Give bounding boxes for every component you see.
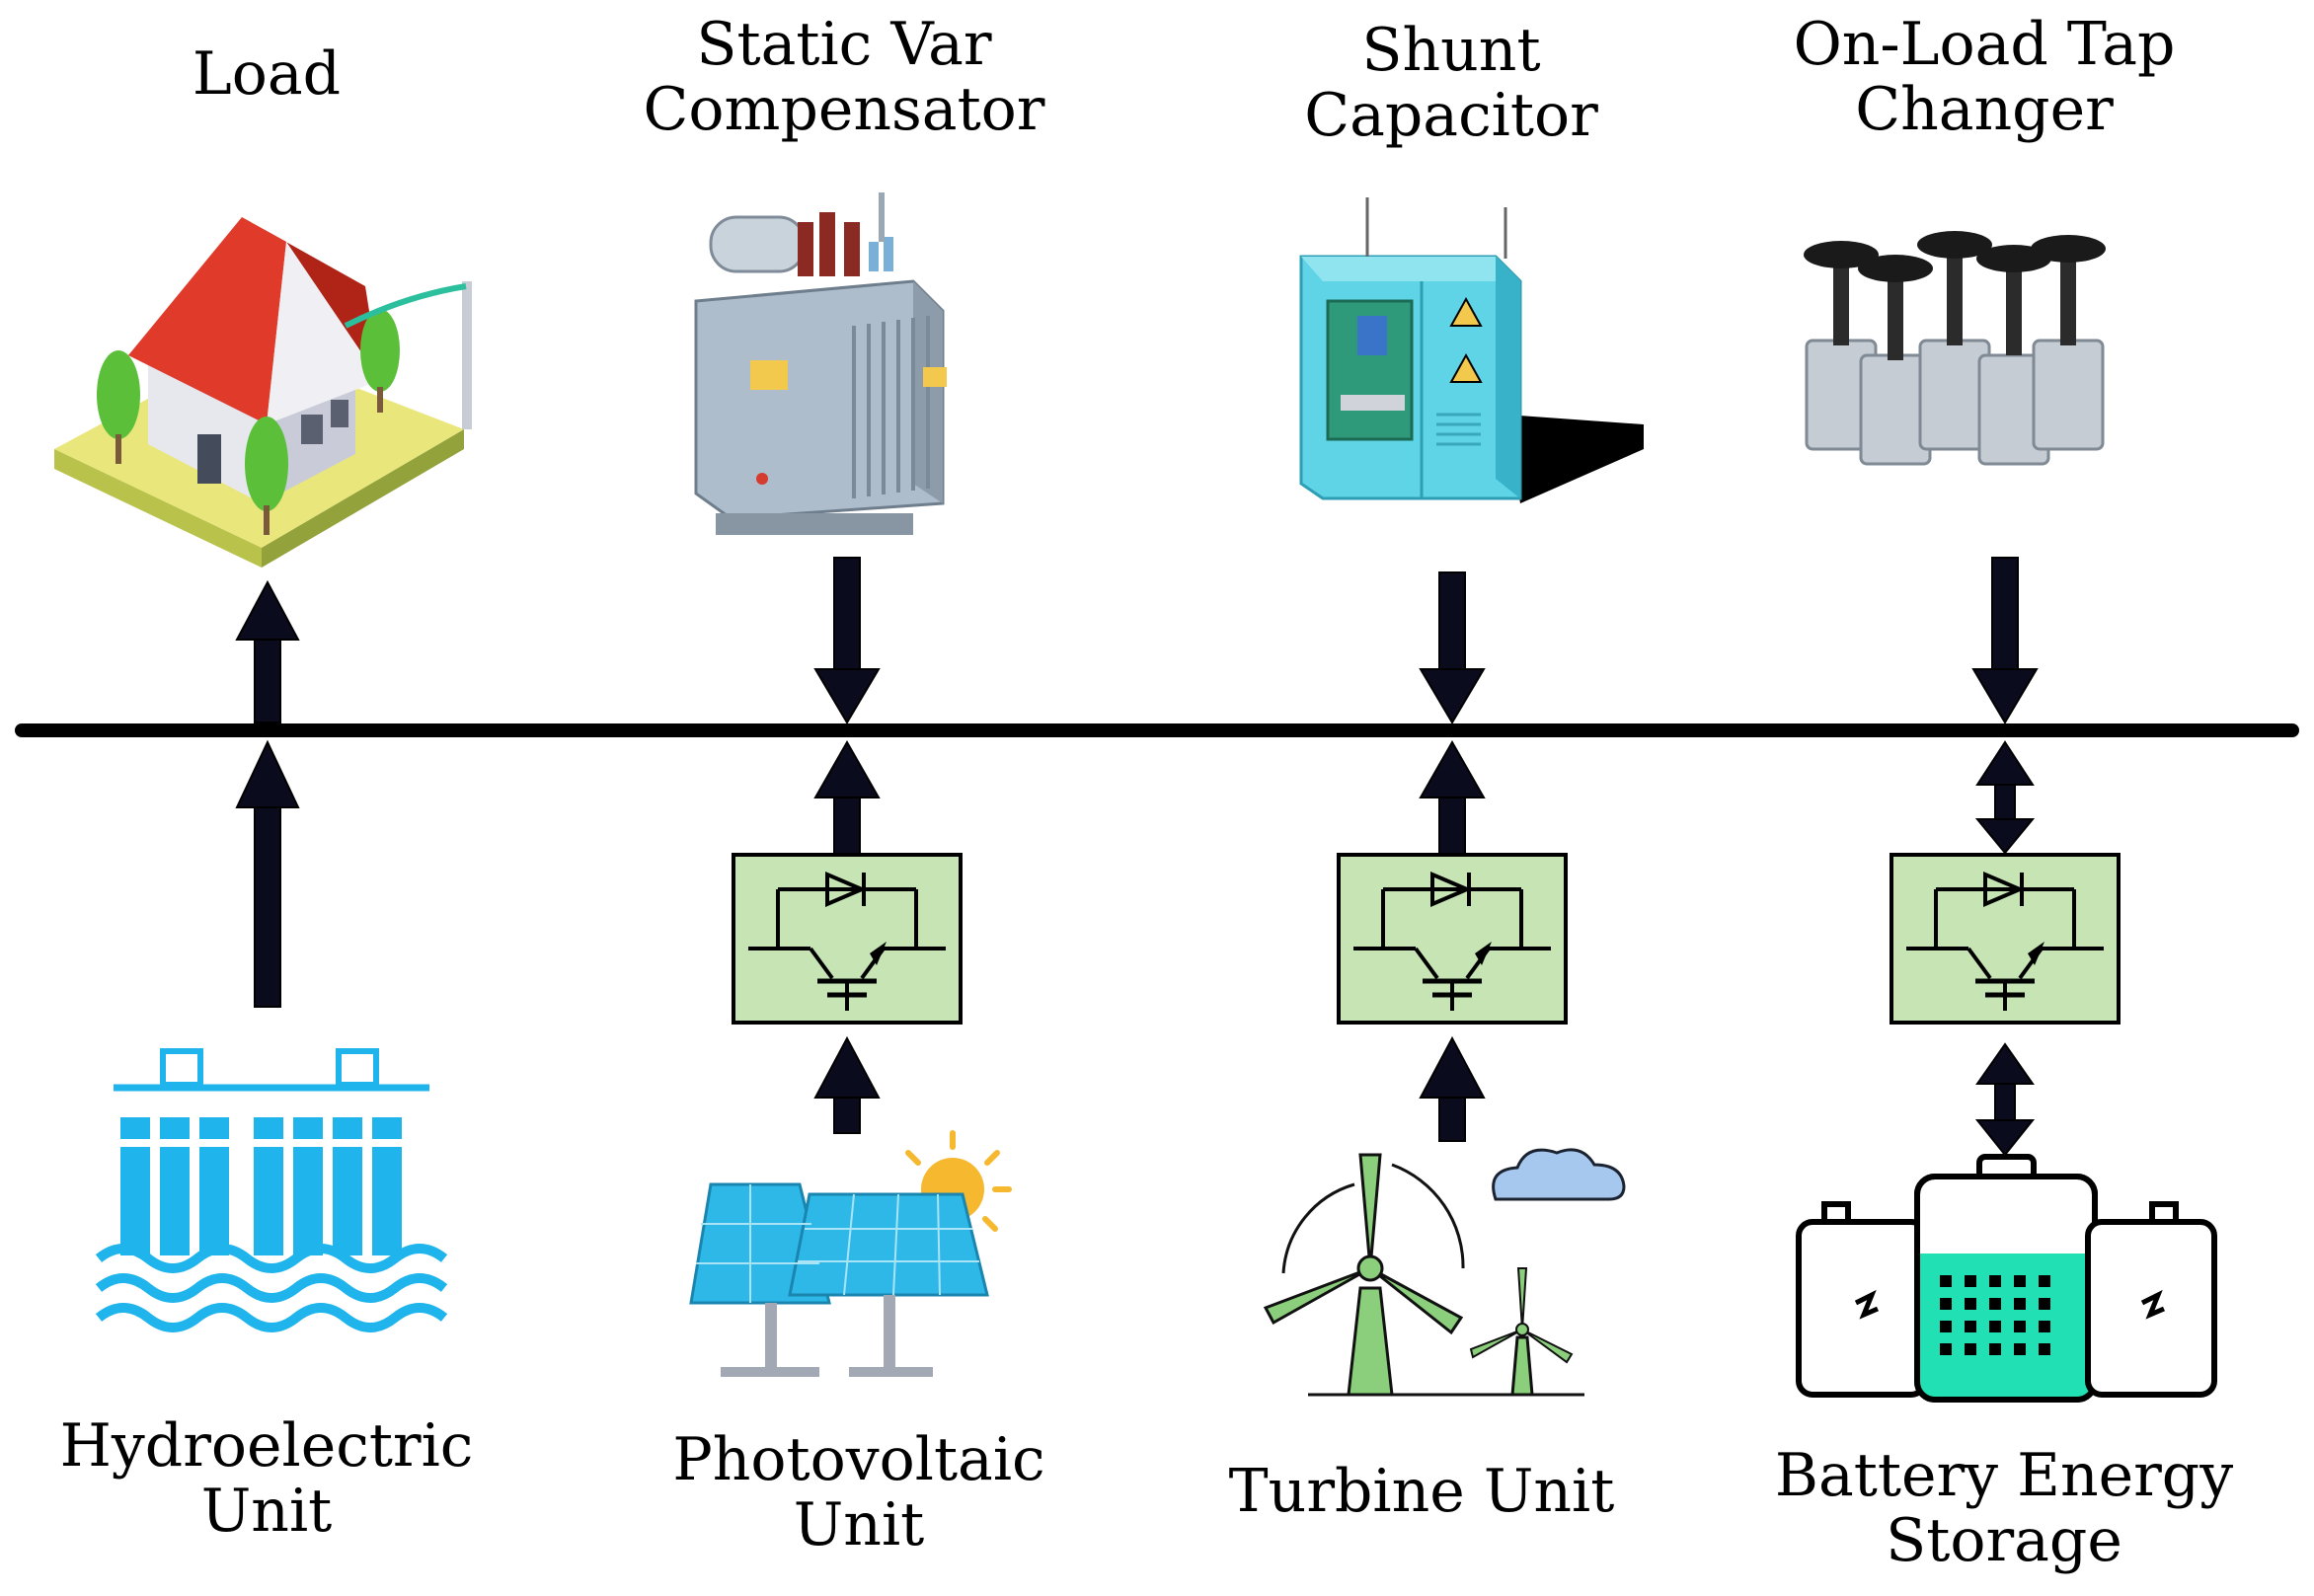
tap-changer-icon: [1804, 231, 2106, 466]
transformer-icon: [694, 192, 947, 535]
arrow-bus-to-load: [235, 579, 300, 723]
label-load: Load: [192, 39, 342, 109]
arrow-shunt-to-bus: [1419, 571, 1486, 724]
arrow-oltc-to-bus: [1971, 557, 2039, 724]
solar-panel-icon: [689, 1130, 1012, 1377]
arrow-turbine-converter-to-bus: [1419, 739, 1486, 855]
arrow-wind-to-converter: [1419, 1035, 1486, 1142]
label-photovoltaic-unit: Photovoltaic Unit: [672, 1425, 1045, 1559]
arrow-battery-converter: [1974, 1042, 2036, 1157]
house-icon: [54, 217, 472, 568]
arrow-hydro-to-bus: [235, 739, 300, 1008]
arrow-pv-to-converter: [813, 1035, 881, 1134]
hydroelectric-dam-icon: [95, 1048, 448, 1332]
label-battery-energy-storage: Battery Energy Storage: [1774, 1441, 2234, 1575]
label-shunt-capacitor: Shunt Capacitor: [1304, 16, 1598, 150]
arrow-pv-converter-to-bus: [813, 739, 881, 855]
capacitor-cabinet-icon: [1299, 197, 1644, 503]
pv-converter-igbt-icon: [733, 855, 961, 1023]
wind-turbine-icon: [1263, 1148, 1626, 1397]
arrow-svc-to-bus: [813, 557, 881, 724]
label-static-var-compensator: Static Var Compensator: [643, 10, 1045, 144]
battery-converter-igbt-icon: [1891, 855, 2119, 1023]
label-turbine-unit: Turbine Unit: [1228, 1457, 1615, 1526]
battery-icon: [1796, 1154, 2217, 1403]
label-hydroelectric-unit: Hydroelectric Unit: [59, 1411, 474, 1546]
label-on-load-tap-changer: On-Load Tap Changer: [1793, 10, 2176, 144]
turbine-converter-igbt-icon: [1339, 855, 1566, 1023]
arrow-battery-converter-bus: [1974, 740, 2036, 855]
